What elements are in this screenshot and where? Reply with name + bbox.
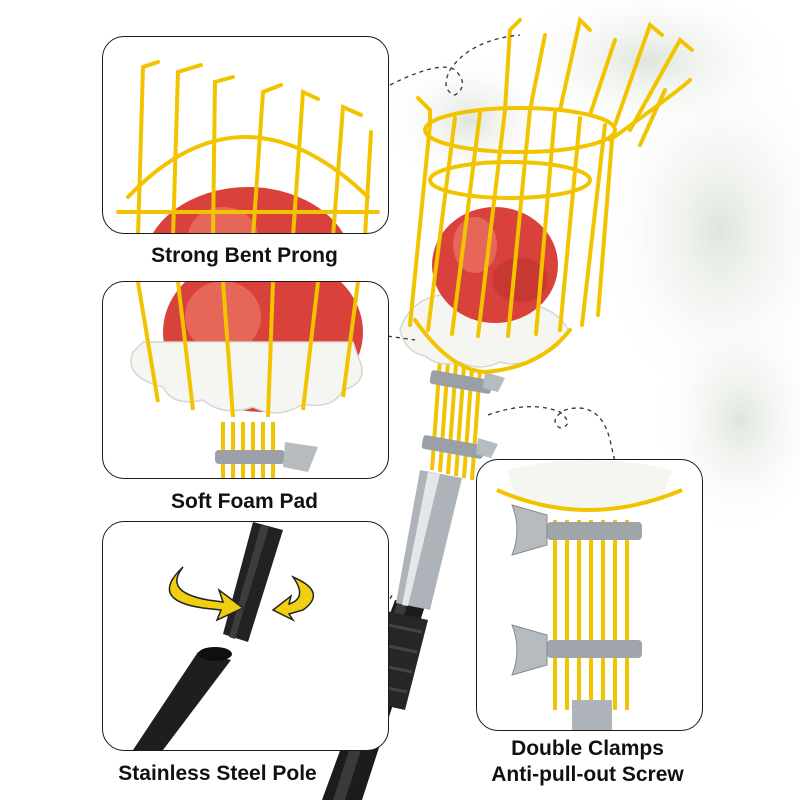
caption-bent-prong: Strong Bent Prong <box>151 244 338 267</box>
feature-panel-steel-pole <box>102 521 389 751</box>
bent-prong-closeup <box>116 60 380 233</box>
foam-pad-closeup <box>130 282 363 478</box>
feature-panel-foam-pad <box>102 281 389 479</box>
basket-head <box>399 16 694 375</box>
caption-foam-pad: Soft Foam Pad <box>170 490 318 513</box>
rotation-arrow-icon <box>168 566 315 622</box>
pole-joint-closeup <box>133 522 315 750</box>
caption-steel-pole: Stainless Steel Pole <box>118 762 317 785</box>
caption-double-clamps: Double Clamps Anti-pull-out Screw <box>455 736 720 789</box>
double-clamps-closeup <box>496 460 683 730</box>
feature-panel-bent-prong <box>102 36 389 234</box>
caption-double-clamps-line1: Double Clamps <box>511 737 664 760</box>
feature-panel-double-clamps <box>476 459 703 731</box>
caption-double-clamps-line2: Anti-pull-out Screw <box>491 763 684 787</box>
